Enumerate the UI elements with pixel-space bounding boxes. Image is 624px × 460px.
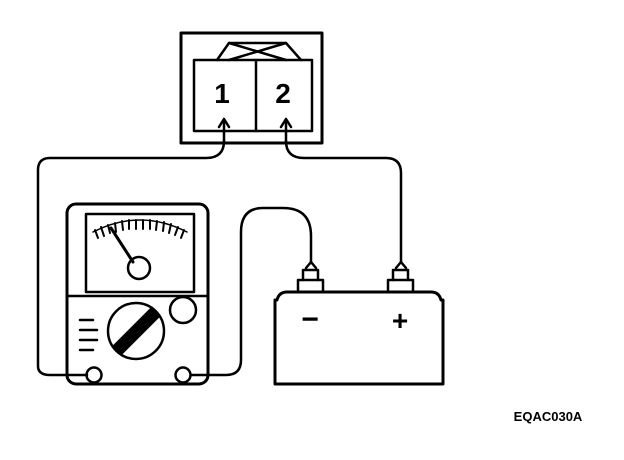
meter-adjust-screw bbox=[168, 295, 198, 325]
battery-case bbox=[273, 290, 445, 386]
probe-arrow-1 bbox=[217, 117, 231, 129]
multimeter bbox=[65, 202, 210, 386]
meter-needle bbox=[109, 226, 135, 264]
meter-needle-pivot bbox=[126, 255, 152, 281]
battery-negative-post bbox=[296, 278, 325, 294]
meter-jack-right bbox=[174, 366, 192, 384]
meter-gauge-window bbox=[84, 212, 196, 294]
meter-range-marks bbox=[78, 318, 99, 352]
probe-arrow-2 bbox=[279, 117, 293, 129]
battery-negative-probe-tip bbox=[304, 260, 318, 270]
battery-positive-post bbox=[386, 278, 415, 294]
connector-latch-diagonal-2 bbox=[227, 41, 288, 62]
figure-code: EQAC030A bbox=[514, 409, 583, 424]
meter-body bbox=[65, 202, 210, 386]
battery-negative-clamp bbox=[301, 268, 320, 282]
battery-negative-label: − bbox=[301, 303, 319, 336]
meter-scale-ticks bbox=[94, 219, 185, 239]
terminal-1-label: 1 bbox=[214, 78, 230, 109]
battery-positive-label: + bbox=[392, 305, 408, 336]
connector bbox=[179, 31, 324, 145]
connector-housing bbox=[179, 31, 324, 145]
wire-meter-to-battery-negative bbox=[189, 206, 313, 377]
range-selector-knob bbox=[106, 301, 166, 361]
battery bbox=[273, 260, 445, 386]
wire-terminal2-to-battery-positive bbox=[284, 139, 403, 264]
terminal-2-label: 2 bbox=[275, 78, 291, 109]
wire-terminal1-to-meter bbox=[36, 139, 226, 377]
meter-jack-left bbox=[85, 366, 103, 384]
connector-latch bbox=[215, 41, 303, 62]
battery-positive-clamp bbox=[391, 268, 410, 282]
meter-scale-arc bbox=[92, 219, 188, 233]
knob-pointer bbox=[112, 306, 161, 356]
battery-positive-probe-tip bbox=[394, 260, 408, 270]
terminal-cavity-2 bbox=[254, 58, 314, 133]
